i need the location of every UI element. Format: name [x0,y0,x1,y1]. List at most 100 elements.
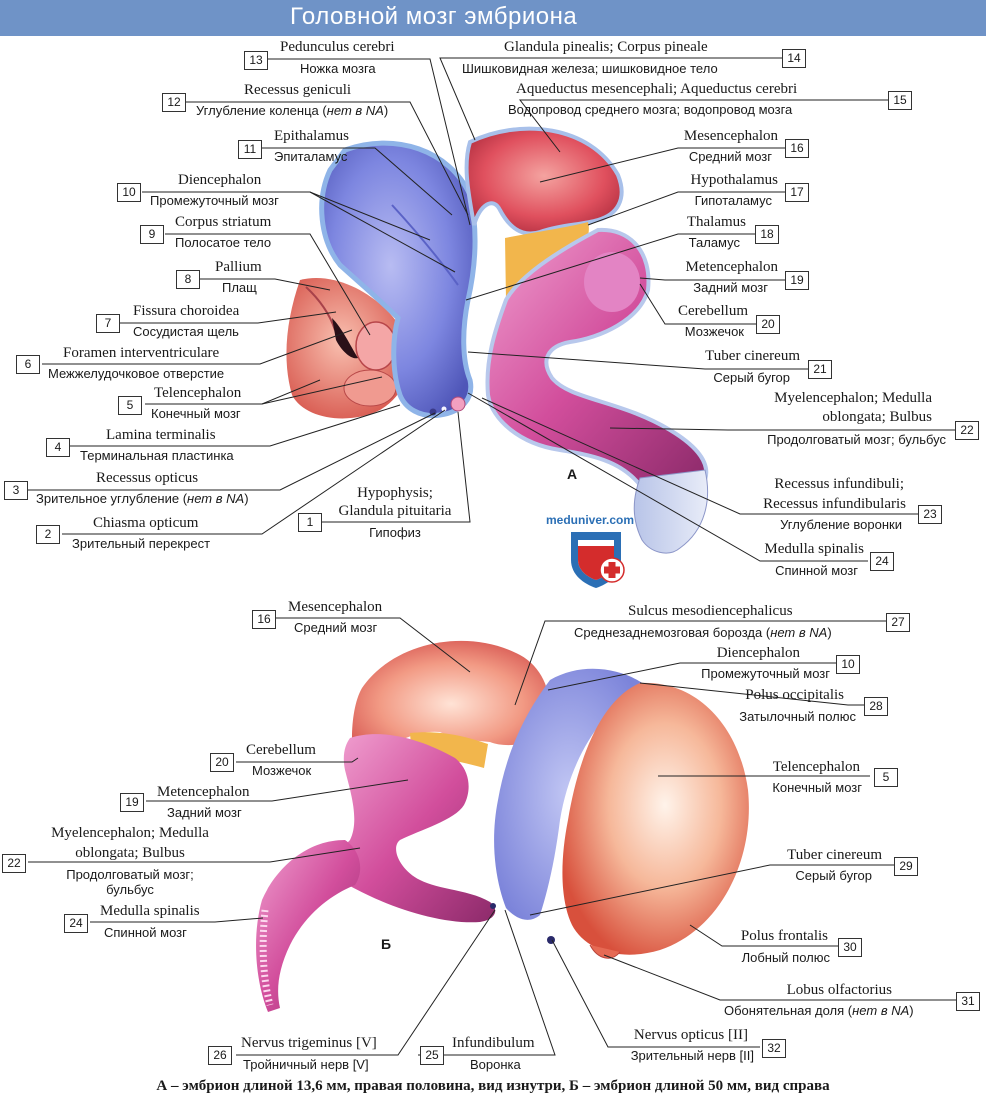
hypophysis-a [450,396,466,412]
cerebellum-band-b [410,732,488,768]
label-fissura-choroidea: Fissura choroidea [133,303,240,319]
label-cerebellum-a: Cerebellum [678,303,748,319]
panel-letter-b: Б [381,936,392,952]
num-9-a: 9 [140,225,164,244]
num-17-a: 17 [785,183,809,202]
label-oblongata-b: oblongata; Bulbus [75,845,185,861]
choroid-fissure [332,318,358,359]
label-polus-frontalis: Polus frontalis [740,928,828,944]
label-ru-13: Ножка мозга [300,61,376,76]
num-8-a: 8 [176,270,200,289]
label-ru-29: Серый бугор [795,868,872,883]
mesencephalon-b [351,640,551,756]
num-24-b: 24 [64,914,88,933]
num-1-a: 1 [298,513,322,532]
label-nervus-trigeminus: Nervus trigeminus [V] [241,1035,377,1051]
diencephalon-b [494,668,645,920]
num-2-a: 2 [36,525,60,544]
num-10-b: 10 [836,655,860,674]
label-sulcus-mesodiencephalicus: Sulcus mesodiencephalicus [628,603,793,619]
label-metencephalon-b: Metencephalon [157,784,250,800]
telencephalon-inner [343,369,397,407]
num-16-b: 16 [252,610,276,629]
label-ru-16-b: Средний мозг [294,620,378,635]
num-12-a: 12 [162,93,186,112]
label-ru-17: Гипоталамус [694,193,772,208]
label-infundibulum: Infundibulum [452,1035,535,1051]
label-diencephalon-b: Diencephalon [716,645,800,661]
label-ru-19-b: Задний мозг [167,805,242,820]
label-corpus-striatum: Corpus striatum [175,214,272,230]
label-ru-20-b: Мозжечок [252,763,312,778]
label-ru-14: Шишковидная железа; шишковидное тело [462,61,718,76]
num-6-a: 6 [16,355,40,374]
label-ru-31: Обонятельная доля (нет в NA) [724,1003,914,1018]
page-title: Головной мозг эмбриона [290,3,578,30]
num-29-b: 29 [894,857,918,876]
telencephalon-b [562,682,749,955]
num-11-a: 11 [238,140,262,159]
label-ru-8: Плащ [222,280,257,295]
label-mesencephalon-b: Mesencephalon [288,599,383,615]
num-30-b: 30 [838,938,862,957]
label-cerebellum-b: Cerebellum [246,742,316,758]
num-5-b: 5 [874,768,898,787]
num-19-a: 19 [785,271,809,290]
hindbrain-b [335,734,496,923]
label-pedunculus-cerebri: Pedunculus cerebri [280,39,395,55]
label-tuber-cinereum-a: Tuber cinereum [705,348,800,364]
label-nervus-opticus: Nervus opticus [II] [633,1027,748,1043]
label-ru-5-b: Конечный мозг [772,780,862,795]
label-ru-18: Таламус [688,235,740,250]
spinal-cord-b [256,840,361,1012]
num-26-b: 26 [208,1046,232,1065]
label-ru-22-b-line1: Продолговатый мозг; [66,867,194,882]
label-ru-25: Воронка [470,1057,521,1072]
label-chiasma-opticum: Chiasma opticum [93,515,199,531]
num-7-a: 7 [96,314,120,333]
label-ru-1: Гипофиз [369,525,421,540]
label-ru-32: Зрительный нерв [II] [630,1048,754,1063]
label-ru-21: Серый бугор [713,370,790,385]
label-ru-23: Углубление воронки [780,517,902,532]
title-bar [0,0,986,36]
label-glandula-pinealis: Glandula pinealis; Corpus pineale [504,39,708,55]
num-19-b: 19 [120,793,144,812]
label-recessus-infundibularis: Recessus infundibularis [763,496,906,512]
label-ru-20-a: Мозжечок [684,324,744,339]
label-ru-10-b: Промежуточный мозг [701,666,830,681]
label-ru-19-a: Задний мозг [693,280,768,295]
hindbrain-a [485,227,709,488]
label-aqueductus: Aqueductus mesencephali; Aqueductus cere… [516,81,798,97]
label-ru-7: Сосудистая щель [133,324,239,339]
label-tuber-cinereum-b: Tuber cinereum [787,847,882,863]
leader-lines [28,57,956,1056]
num-25-b: 25 [420,1046,444,1065]
label-ru-28: Затылочный полюс [739,709,856,724]
label-mesencephalon-a: Mesencephalon [683,128,778,144]
label-ru-10-a: Промежуточный мозг [150,193,279,208]
label-ru-22-b-line2: бульбус [106,882,154,897]
label-telencephalon-a: Telencephalon [154,385,242,401]
label-metencephalon-a: Metencephalon [685,259,778,275]
num-18-a: 18 [755,225,779,244]
label-ru-24-b: Спинной мозг [104,925,187,940]
label-ru-5-a: Конечный мозг [151,406,241,421]
metencephalon-bulge [584,252,640,312]
num-28-b: 28 [864,697,888,716]
num-21-a: 21 [808,360,832,379]
num-3-a: 3 [4,481,28,500]
num-22-b: 22 [2,854,26,873]
num-22-a: 22 [955,421,979,440]
num-31-b: 31 [956,992,980,1011]
num-23-a: 23 [918,505,942,524]
label-ru-6: Межжелудочковое отверстие [48,366,225,381]
watermark-shield [571,532,625,588]
label-pallium: Pallium [215,259,262,275]
label-ru-3: Зрительное углубление (нет в NA) [36,491,249,506]
watermark-text: meduniver.com [546,513,635,527]
num-27-b: 27 [886,613,910,632]
label-hypophysis: Hypophysis; [357,485,433,501]
striatum-bulge [355,321,397,371]
label-ru-12: Углубление коленца (нет в NA) [196,103,389,118]
